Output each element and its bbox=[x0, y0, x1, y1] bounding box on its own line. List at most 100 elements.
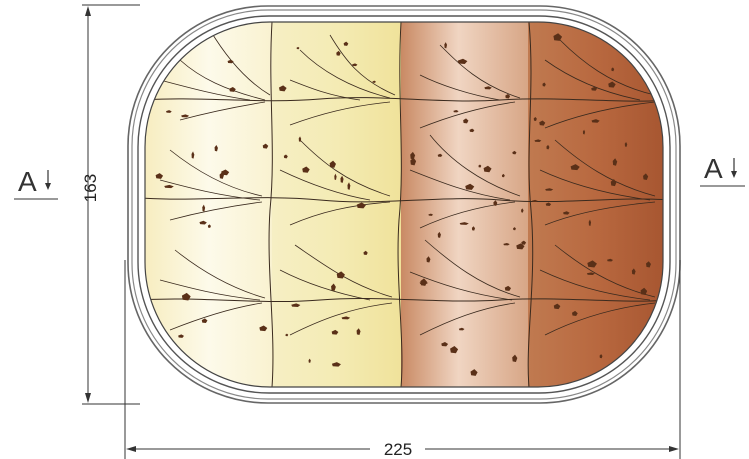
chocolate-chips bbox=[155, 33, 663, 376]
chocolate-chip bbox=[546, 144, 550, 150]
layer-lines bbox=[145, 97, 663, 303]
chocolate-chip bbox=[259, 325, 268, 332]
chocolate-chip bbox=[356, 202, 366, 209]
chocolate-chip bbox=[170, 368, 176, 373]
chocolate-chip bbox=[521, 240, 527, 245]
chocolate-chip bbox=[308, 358, 311, 363]
chocolate-chip bbox=[363, 250, 368, 255]
chocolate-chip bbox=[227, 59, 234, 64]
chocolate-chip bbox=[542, 82, 546, 87]
chocolate-chip bbox=[610, 179, 617, 187]
chocolate-chip bbox=[553, 303, 561, 310]
chocolate-chip bbox=[155, 173, 164, 179]
chocolate-chip bbox=[483, 165, 492, 173]
chocolate-chip bbox=[512, 354, 518, 363]
chocolate-chip bbox=[586, 272, 595, 275]
chocolate-chip bbox=[463, 118, 469, 124]
chocolate-chip bbox=[336, 50, 341, 56]
chocolate-chip bbox=[470, 369, 478, 376]
chocolate-chip bbox=[199, 220, 207, 225]
section-letter-left: A bbox=[18, 166, 37, 197]
chocolate-chip bbox=[599, 354, 603, 359]
tray-inner-edge bbox=[144, 21, 664, 388]
chocolate-chip bbox=[505, 94, 511, 99]
chocolate-chip bbox=[453, 110, 459, 113]
chocolate-chip bbox=[640, 287, 648, 295]
chocolate-chip bbox=[336, 271, 345, 279]
chocolate-chip bbox=[166, 110, 172, 113]
chocolate-chip bbox=[587, 260, 597, 268]
chocolate-chip bbox=[624, 141, 628, 147]
chocolate-chip bbox=[469, 128, 475, 133]
chocolate-chip bbox=[181, 292, 191, 301]
chocolate-chip bbox=[356, 328, 361, 335]
chocolate-chip bbox=[207, 224, 211, 228]
chocolate-chip bbox=[504, 285, 512, 291]
chocolate-chip bbox=[285, 333, 289, 337]
chocolate-chip bbox=[352, 63, 358, 67]
chocolate-chip bbox=[532, 199, 538, 203]
chocolate-chip bbox=[591, 86, 598, 91]
section-mark-left: A bbox=[14, 166, 58, 200]
chocolate-chip bbox=[533, 116, 537, 121]
chocolate-chip bbox=[202, 204, 206, 212]
chocolate-chip bbox=[612, 158, 618, 166]
chocolate-chip bbox=[521, 208, 524, 213]
tray-rim bbox=[127, 5, 681, 404]
chocolate-chip bbox=[278, 85, 287, 92]
chocolate-chip bbox=[571, 310, 578, 316]
chocolate-chip bbox=[164, 184, 174, 189]
chocolate-chip bbox=[191, 151, 195, 159]
chocolate-chip bbox=[655, 305, 663, 309]
chocolate-chip bbox=[646, 261, 651, 268]
chocolate-chip bbox=[296, 46, 300, 50]
chocolate-chip bbox=[570, 164, 580, 171]
chocolate-chip bbox=[493, 200, 498, 206]
chocolate-chip bbox=[459, 222, 469, 225]
chocolate-chip bbox=[340, 175, 344, 183]
chocolate-chip bbox=[450, 345, 459, 354]
chocolate-chip bbox=[329, 160, 336, 168]
vanilla-band bbox=[145, 22, 273, 387]
chocolate-chip bbox=[341, 316, 351, 320]
chocolate-chip bbox=[221, 169, 230, 176]
chocolate-chip bbox=[465, 183, 475, 190]
chocolate-chip bbox=[426, 256, 431, 263]
chocolate-chip bbox=[201, 318, 208, 324]
chocolate-chip bbox=[298, 136, 302, 142]
chocolate-chip bbox=[534, 139, 542, 142]
chocolate-chip bbox=[611, 67, 615, 72]
chocolate-chip bbox=[503, 242, 510, 246]
chocolate-chip bbox=[441, 342, 449, 347]
chocolate-chip bbox=[410, 157, 417, 166]
chocolate-chip bbox=[331, 283, 336, 291]
width-label: 225 bbox=[384, 440, 412, 459]
chocolate-chip bbox=[410, 151, 416, 160]
chocolate-chip bbox=[458, 327, 465, 331]
height-dimension bbox=[82, 4, 140, 405]
chocolate-chip bbox=[643, 173, 649, 180]
section-mark-right: A bbox=[700, 153, 745, 187]
chocolate-chip bbox=[608, 81, 616, 88]
chocolate-chip bbox=[331, 329, 339, 335]
chocolate-chip bbox=[437, 153, 443, 157]
chocolate-chip bbox=[588, 219, 592, 226]
chocolate-chip bbox=[591, 119, 600, 123]
strawberry-band bbox=[401, 22, 529, 387]
chocolate-chip bbox=[516, 243, 525, 250]
width-dimension bbox=[124, 260, 681, 459]
chocolate-chip bbox=[553, 33, 563, 41]
chocolate-chip bbox=[302, 166, 310, 173]
chocolate-chip bbox=[457, 58, 468, 64]
chocolate-chip bbox=[331, 362, 341, 367]
chocolate-chip bbox=[334, 173, 337, 181]
chocolate-chip bbox=[343, 41, 349, 46]
swirl-veins bbox=[159, 29, 656, 336]
chocolate-chip bbox=[178, 334, 184, 338]
chocolate-chip bbox=[478, 164, 482, 168]
chocolate-chip bbox=[501, 173, 505, 178]
arrow-down-icon bbox=[45, 170, 51, 190]
chocolate-chip bbox=[214, 144, 218, 152]
chocolate-chip bbox=[347, 182, 351, 190]
